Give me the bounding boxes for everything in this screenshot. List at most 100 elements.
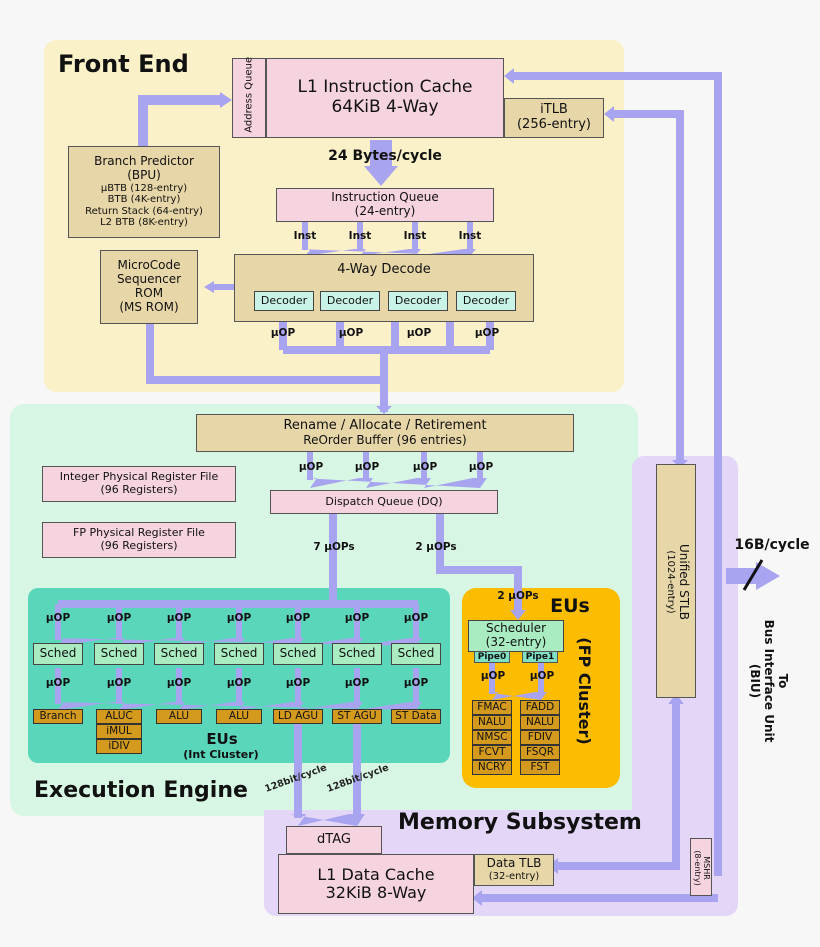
int-cluster-subtitle: (Int Cluster) (183, 747, 259, 761)
l1i-iq-arrowhead (364, 166, 398, 186)
front-end-title: Front End (58, 50, 189, 78)
uop-label: µOP (285, 611, 311, 624)
dq-to-fp-arrow (436, 513, 522, 612)
uop-label: µOP (480, 669, 506, 682)
fp-execution-unit: FSQR (520, 745, 560, 760)
uop-label: µOP (45, 611, 71, 624)
four-way-decode: 4-Way Decode (234, 254, 534, 322)
fp-cluster-title: EUs (550, 595, 590, 618)
address-queue-label: Address Queue (243, 57, 255, 133)
l1d-size: 32KiB 8-Way (325, 883, 427, 902)
ms-rom-line: (MS ROM) (119, 299, 179, 314)
rob-label: ReOrder Buffer (96 entries) (303, 432, 467, 447)
biu-line: (BIU) (748, 663, 763, 699)
pipe0-label: Pipe0 (474, 651, 510, 663)
uop-label: µOP (166, 611, 192, 624)
pipe1-label: Pipe1 (522, 651, 558, 663)
fp-sched-size: (32-entry) (485, 635, 547, 649)
bpu-to-l1i-arrow (138, 95, 222, 146)
execution-unit: iDIV (96, 739, 142, 754)
inst-label: Inst (348, 229, 372, 242)
bpu-arrowhead (220, 92, 232, 108)
uop-label: µOP (344, 611, 370, 624)
l1i-size: 64KiB 4-Way (331, 97, 439, 117)
uop-label: µOP (406, 326, 432, 339)
fp-execution-unit: NALU (472, 715, 512, 730)
int-scheduler: Sched (391, 643, 441, 665)
int-scheduler: Sched (332, 643, 382, 665)
itlb-size: (256-entry) (516, 117, 592, 132)
execution-unit: ST Data (391, 709, 441, 724)
int-drop-arrowheads (52, 638, 422, 646)
execution-unit: ALU (216, 709, 262, 724)
l1-instruction-cache: L1 Instruction Cache 64KiB 4-Way (266, 58, 504, 138)
int-scheduler: Sched (33, 643, 83, 665)
uop-label: µOP (106, 676, 132, 689)
execution-unit: ALUC (96, 709, 142, 724)
dtlb-size: (32-entry) (488, 871, 540, 883)
l1d-title: L1 Data Cache (317, 864, 435, 884)
stlb-size: (1024-entry) (664, 550, 676, 614)
l1-data-cache: L1 Data Cache 32KiB 8-Way (278, 854, 474, 914)
execution-unit: iMUL (96, 724, 142, 739)
fp-pipe-arrowheads (486, 692, 547, 700)
int-drop-arrows (55, 604, 419, 640)
itlb-arrowhead (604, 106, 614, 122)
biu-arrowhead (756, 562, 780, 590)
stlb-to-itlb-arrow (612, 110, 684, 460)
execution-unit: ALU (156, 709, 202, 724)
decoder: Decoder (388, 291, 448, 311)
bus-to-l1i-arrow (512, 72, 722, 876)
iq-title: Instruction Queue (331, 190, 439, 205)
branch-predictor: Branch Predictor (BPU) µBTB (128-entry) … (68, 146, 220, 238)
fetch-bandwidth-label: 24 Bytes/cycle (328, 147, 442, 164)
uop-label: µOP (403, 611, 429, 624)
int-prf-size: (96 Registers) (100, 483, 178, 496)
execution-unit: LD AGU (273, 709, 323, 724)
eu-arrowheads (52, 702, 422, 710)
fp-uops-label: 2 µOPs (497, 589, 539, 602)
uop-label: µOP (270, 326, 296, 339)
rename-allocate-retirement: Rename / Allocate / Retirement ReOrder B… (196, 414, 574, 452)
uop-label: µOP (412, 460, 438, 473)
itlb-title: iTLB (540, 102, 568, 118)
uop-label: µOP (166, 676, 192, 689)
l1i-arrowhead (504, 68, 514, 84)
ms-rom-line: Sequencer (116, 272, 182, 287)
mshr: MSHR (8-entry) (690, 838, 712, 896)
stlb-label-group: Unified STLB (1024-entry) (657, 466, 697, 698)
fp-prf-size: (96 Registers) (100, 539, 178, 552)
bus-width-slash (742, 559, 764, 591)
biu-line: Bus Interface Unit (761, 619, 776, 743)
int-register-file: Integer Physical Register File (96 Regis… (42, 466, 236, 502)
iq-size: (24-entry) (354, 204, 416, 218)
int-dispatch-width: 7 µOPs (313, 540, 355, 553)
inst-arrow (302, 222, 473, 250)
rename-title: Rename / Allocate / Retirement (283, 417, 487, 433)
execution-unit: Branch (33, 709, 83, 724)
int-scheduler: Sched (154, 643, 204, 665)
uop-label: µOP (285, 676, 311, 689)
mshr-label-group: MSHR (8-entry) (691, 839, 713, 897)
inst-label: Inst (403, 229, 427, 242)
uop-label: µOP (354, 460, 380, 473)
execution-unit: ST AGU (332, 709, 382, 724)
dispatch-queue: Dispatch Queue (DQ) (270, 490, 498, 514)
bus-bandwidth-label: 16B/cycle (734, 536, 810, 553)
uop-label: µOP (474, 326, 500, 339)
fp-execution-unit: FDIV (520, 730, 560, 745)
fp-dispatch-width: 2 µOPs (415, 540, 457, 553)
uop-label: µOP (338, 326, 364, 339)
uop-label: µOP (45, 676, 71, 689)
inst-label: Inst (458, 229, 482, 242)
agu-to-dtag-arrow (294, 724, 361, 818)
decoder: Decoder (254, 291, 314, 311)
fp-execution-unit: NALU (520, 715, 560, 730)
int-cluster-title: EUs (206, 730, 238, 749)
uop-label: µOP (226, 676, 252, 689)
uop-merge-arrow (279, 322, 494, 354)
fp-execution-unit: NCRY (472, 760, 512, 775)
bpu-line: µBTB (128-entry) (100, 182, 188, 194)
rename-to-dq-arrow (307, 452, 483, 480)
unified-stlb: Unified STLB (1024-entry) (656, 464, 696, 698)
